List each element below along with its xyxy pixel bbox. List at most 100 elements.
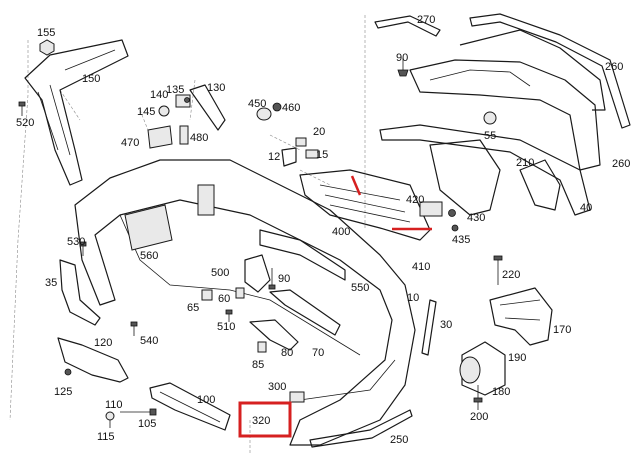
part-170-bracket	[489, 287, 553, 346]
callout-135: 135	[166, 84, 184, 96]
callout-220: 220	[502, 269, 520, 281]
callout-435: 435	[452, 234, 470, 246]
callout-170: 170	[553, 324, 571, 336]
callout-500: 500	[211, 267, 229, 279]
part-90-screw-mid	[268, 268, 276, 290]
callout-460: 460	[282, 102, 300, 114]
part-30-side-strip	[421, 299, 437, 356]
part-120-bracket	[57, 337, 129, 383]
callout-20: 20	[313, 126, 325, 138]
part-300-clip	[289, 391, 305, 403]
callout-250: 250	[390, 434, 408, 446]
part-85-clip	[257, 341, 267, 353]
callout-110: 110	[105, 399, 123, 411]
callout-125: 125	[54, 386, 72, 398]
highlight-line-400	[350, 175, 362, 196]
callout-65: 65	[187, 302, 199, 314]
part-200-screw	[473, 385, 483, 410]
callout-30: 30	[440, 319, 452, 331]
callout-430: 430	[467, 212, 485, 224]
callout-510: 510	[217, 321, 235, 333]
part-550-strip	[259, 229, 346, 281]
part-480-bracket	[179, 125, 189, 145]
part-110-105-115-fasteners	[105, 408, 157, 428]
part-190-lamp-housing	[461, 341, 506, 396]
part-70-strip	[269, 289, 341, 336]
callout-labels: 155 150 520 140 135 130 145 450 460 470 …	[16, 14, 630, 446]
part-60-clip	[235, 287, 245, 299]
callout-100: 100	[197, 394, 215, 406]
callout-180: 180	[492, 386, 510, 398]
callout-130: 130	[207, 82, 225, 94]
part-260-upper-trim	[469, 13, 631, 129]
part-35-side-bracket	[59, 259, 101, 326]
part-bracket-on-cover	[197, 184, 215, 216]
part-540-screw	[130, 321, 138, 336]
callout-155: 155	[37, 27, 55, 39]
callout-520: 520	[16, 117, 34, 129]
callout-90-mid: 90	[278, 273, 290, 285]
part-20-15-12-small-parts	[281, 137, 319, 167]
callout-90-top: 90	[396, 52, 408, 64]
part-100-lower-strip	[149, 382, 231, 431]
callout-450: 450	[248, 98, 266, 110]
callout-190: 190	[508, 352, 526, 364]
callout-105: 105	[138, 418, 156, 430]
part-210-bracket	[519, 159, 561, 211]
part-435-clip	[451, 224, 459, 232]
callout-120: 120	[94, 337, 112, 349]
part-530-screw	[79, 241, 87, 256]
callout-145: 145	[137, 106, 155, 118]
callout-270: 270	[417, 14, 435, 26]
part-55-cap	[483, 111, 497, 125]
callout-260-right: 260	[612, 158, 630, 170]
part-260-diffuser	[409, 59, 601, 171]
part-430-clip	[448, 209, 456, 217]
part-560-panel	[124, 204, 173, 251]
callout-80: 80	[281, 347, 293, 359]
callout-260-top: 260	[605, 61, 623, 73]
callout-320: 320	[252, 415, 270, 427]
callout-12: 12	[268, 151, 280, 163]
part-40-lower-trim	[379, 124, 591, 216]
callout-300: 300	[268, 381, 286, 393]
part-90-screw-top	[397, 58, 409, 77]
callout-60: 60	[218, 293, 230, 305]
callout-550: 550	[351, 282, 369, 294]
leader-lines	[9, 15, 366, 455]
callout-560: 560	[140, 250, 158, 262]
callout-150: 150	[82, 73, 100, 85]
highlight-box-320	[238, 401, 292, 438]
part-510-screw	[225, 309, 233, 322]
part-500-bracket	[244, 254, 271, 293]
callout-70: 70	[312, 347, 324, 359]
callout-140: 140	[150, 89, 168, 101]
part-250-trim-strip	[309, 409, 413, 448]
part-220-screw	[493, 255, 503, 285]
part-150-bracket	[24, 39, 129, 186]
part-10-bumper-cover	[74, 159, 416, 446]
callout-210: 210	[516, 157, 534, 169]
callout-200: 200	[470, 411, 488, 423]
part-450-460-caps	[256, 102, 282, 121]
part-130-clip-assembly	[158, 84, 226, 131]
part-80-bracket	[249, 319, 299, 351]
callout-40: 40	[580, 202, 592, 214]
callout-10: 10	[407, 292, 419, 304]
callout-400: 400	[332, 226, 350, 238]
part-470-reflector	[147, 125, 173, 149]
callout-470: 470	[121, 137, 139, 149]
part-125-nut	[64, 368, 72, 376]
callout-530: 530	[67, 236, 85, 248]
part-520-screw	[18, 101, 26, 116]
part-65-clip	[201, 289, 213, 301]
callout-35: 35	[45, 277, 57, 289]
part-420-sensor	[419, 201, 443, 217]
callout-15: 15	[316, 149, 328, 161]
part-155-nut	[39, 39, 55, 56]
callout-480: 480	[190, 132, 208, 144]
callout-410: 410	[412, 261, 430, 273]
callout-115: 115	[97, 431, 115, 443]
